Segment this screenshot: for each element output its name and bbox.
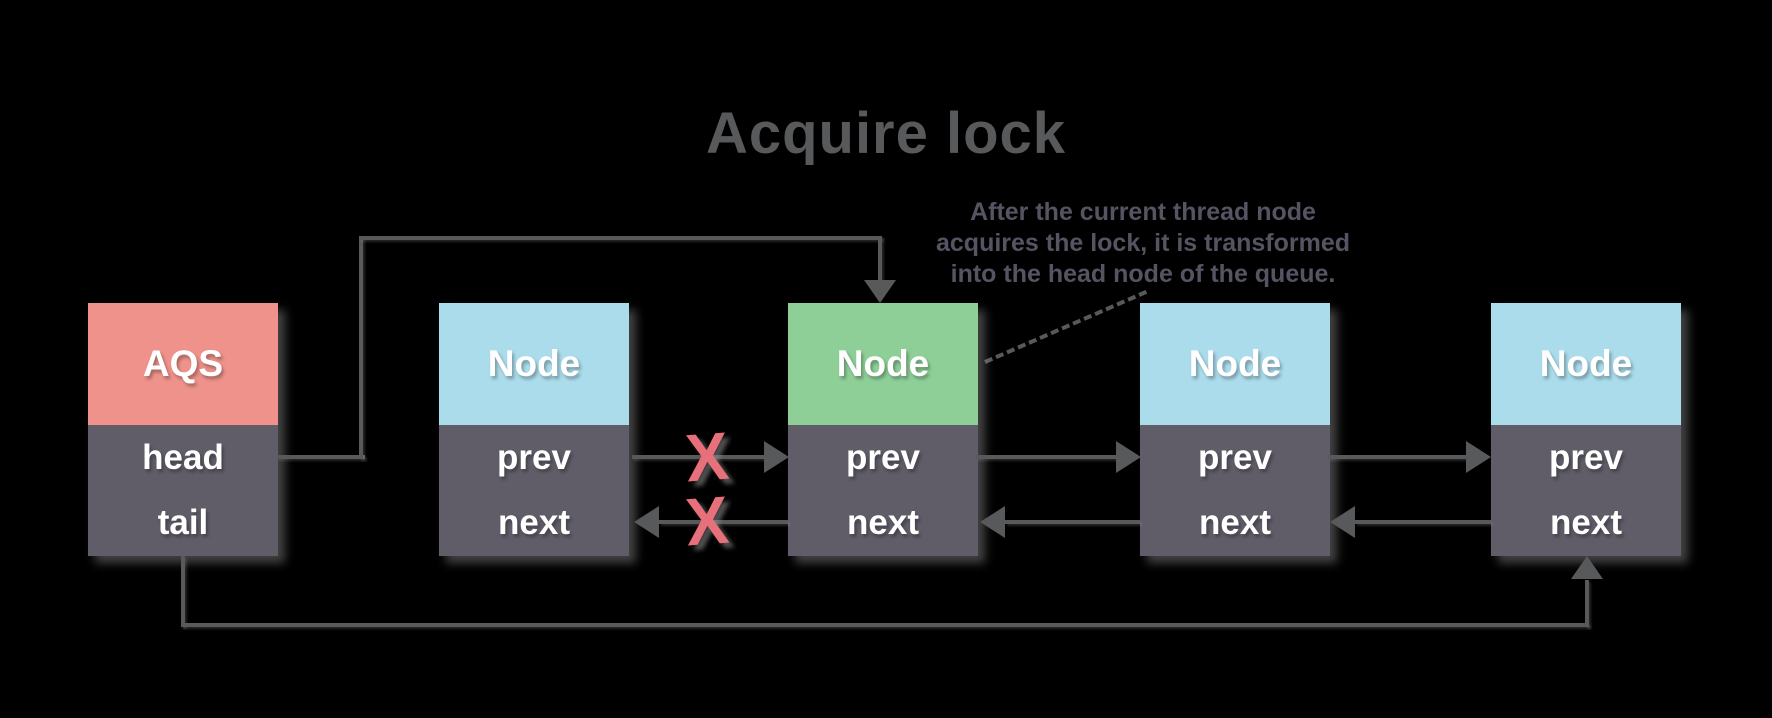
annotation-text: After the current thread node acquires t… xyxy=(935,198,1350,288)
box-node-1-header: Node xyxy=(439,303,629,425)
field-tail: tail xyxy=(157,503,209,543)
next-pointer-line-node3-to-acquired xyxy=(1005,520,1140,524)
field-next: next xyxy=(498,503,570,543)
tail-pointer-up-arrowhead xyxy=(1571,556,1603,579)
invalid-next-link-x-mark: X xyxy=(683,481,731,561)
prev-pointer-arrowhead-node4 xyxy=(1466,441,1491,473)
prev-pointer-arrowhead-acquired xyxy=(764,441,789,473)
head-pointer-segment-1 xyxy=(277,455,365,459)
field-head: head xyxy=(142,437,224,477)
box-node-acquired: Node prev next xyxy=(788,303,978,556)
box-aqs: AQS head tail xyxy=(88,303,278,556)
tail-pointer-segment-3 xyxy=(1585,580,1589,627)
annotation-connector-dashed-line xyxy=(984,289,1148,364)
tail-pointer-segment-2 xyxy=(181,623,1589,627)
box-node-3: Node prev next xyxy=(1140,303,1330,556)
next-pointer-arrowhead-node3 xyxy=(1330,506,1355,538)
box-node-3-header: Node xyxy=(1140,303,1330,425)
field-prev: prev xyxy=(1198,437,1272,477)
next-pointer-line-acquired-to-node1 xyxy=(659,520,788,524)
diagram-title: Acquire lock xyxy=(705,101,1067,166)
box-node-acquired-header: Node xyxy=(788,303,978,425)
head-pointer-segment-4 xyxy=(878,236,882,283)
prev-pointer-line-node3-to-node4 xyxy=(1328,455,1466,459)
box-aqs-header: AQS xyxy=(88,303,278,425)
box-node-1: Node prev next xyxy=(439,303,629,556)
prev-pointer-line-node1-to-acquired xyxy=(632,455,764,459)
field-prev: prev xyxy=(846,437,920,477)
field-prev: prev xyxy=(1549,437,1623,477)
next-pointer-arrowhead-acquired xyxy=(980,506,1005,538)
box-node-4: Node prev next xyxy=(1491,303,1681,556)
prev-pointer-line-acquired-to-node3 xyxy=(976,455,1116,459)
field-next: next xyxy=(1550,503,1622,543)
prev-pointer-arrowhead-node3 xyxy=(1116,441,1141,473)
next-pointer-arrowhead-node1 xyxy=(634,506,659,538)
field-prev: prev xyxy=(497,437,571,477)
head-pointer-down-arrowhead xyxy=(864,280,896,303)
next-pointer-line-node4-to-node3 xyxy=(1355,520,1491,524)
field-next: next xyxy=(1199,503,1271,543)
field-next: next xyxy=(847,503,919,543)
box-node-4-header: Node xyxy=(1491,303,1681,425)
tail-pointer-segment-1 xyxy=(181,556,185,627)
head-pointer-segment-3 xyxy=(359,236,882,240)
head-pointer-segment-2 xyxy=(359,236,363,459)
